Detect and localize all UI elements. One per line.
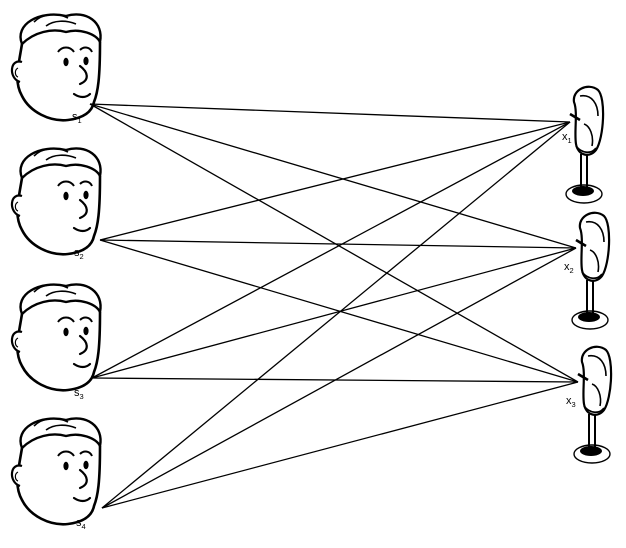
microphone-label: x2 bbox=[564, 261, 574, 275]
connection-s4-x1 bbox=[101, 121, 571, 509]
speaker-s2: s2 bbox=[10, 147, 102, 261]
microphone-x3: x3 bbox=[566, 345, 613, 465]
connection-s3-x1 bbox=[91, 121, 571, 379]
connection-s2-x1 bbox=[99, 121, 571, 241]
speaker-label-main: s bbox=[74, 247, 80, 259]
microphone-x1: x1 bbox=[562, 85, 605, 205]
speaker-label-sub: 1 bbox=[78, 116, 82, 125]
speaker-s1: s1 bbox=[10, 13, 102, 125]
connection-s3-x2 bbox=[91, 247, 577, 379]
speaker-s3: s3 bbox=[10, 283, 102, 401]
speaker-face-icon bbox=[10, 147, 102, 256]
speaker-label-main: s bbox=[72, 111, 78, 123]
microphone-label: x3 bbox=[566, 395, 576, 409]
connection-s1-x1 bbox=[89, 103, 571, 123]
microphone-icon bbox=[572, 345, 613, 465]
connection-s1-x2 bbox=[89, 103, 577, 249]
connection-s2-x2 bbox=[99, 239, 577, 249]
speaker-label-sub: 4 bbox=[82, 522, 86, 531]
speaker-label-main: s bbox=[74, 387, 80, 399]
speaker-face-icon bbox=[10, 283, 102, 392]
connection-s4-x2 bbox=[101, 247, 577, 509]
speaker-label-sub: 3 bbox=[80, 392, 84, 401]
speaker-face-icon bbox=[10, 13, 102, 122]
speaker-label-sub: 2 bbox=[80, 252, 84, 261]
connection-s1-x3 bbox=[89, 103, 579, 383]
connection-lines bbox=[89, 103, 579, 509]
microphone-label-main: x bbox=[564, 261, 570, 273]
microphone-label-sub: 1 bbox=[568, 136, 572, 145]
microphone-label-sub: 2 bbox=[570, 266, 574, 275]
speaker-label: s1 bbox=[72, 111, 82, 125]
speaker-label: s3 bbox=[74, 387, 84, 401]
speaker-label: s2 bbox=[74, 247, 84, 261]
speaker-s4: s4 bbox=[10, 417, 102, 531]
microphone-icon bbox=[570, 211, 611, 331]
connection-s4-x3 bbox=[101, 381, 579, 509]
microphone-label: x1 bbox=[562, 131, 572, 145]
microphone-label-main: x bbox=[566, 395, 572, 407]
speaker-label: s4 bbox=[76, 517, 86, 531]
microphone-label-main: x bbox=[562, 131, 568, 143]
speaker-face-icon bbox=[10, 417, 102, 526]
speaker-label-main: s bbox=[76, 517, 82, 529]
microphone-label-sub: 3 bbox=[572, 400, 576, 409]
microphone-x2: x2 bbox=[564, 211, 611, 331]
